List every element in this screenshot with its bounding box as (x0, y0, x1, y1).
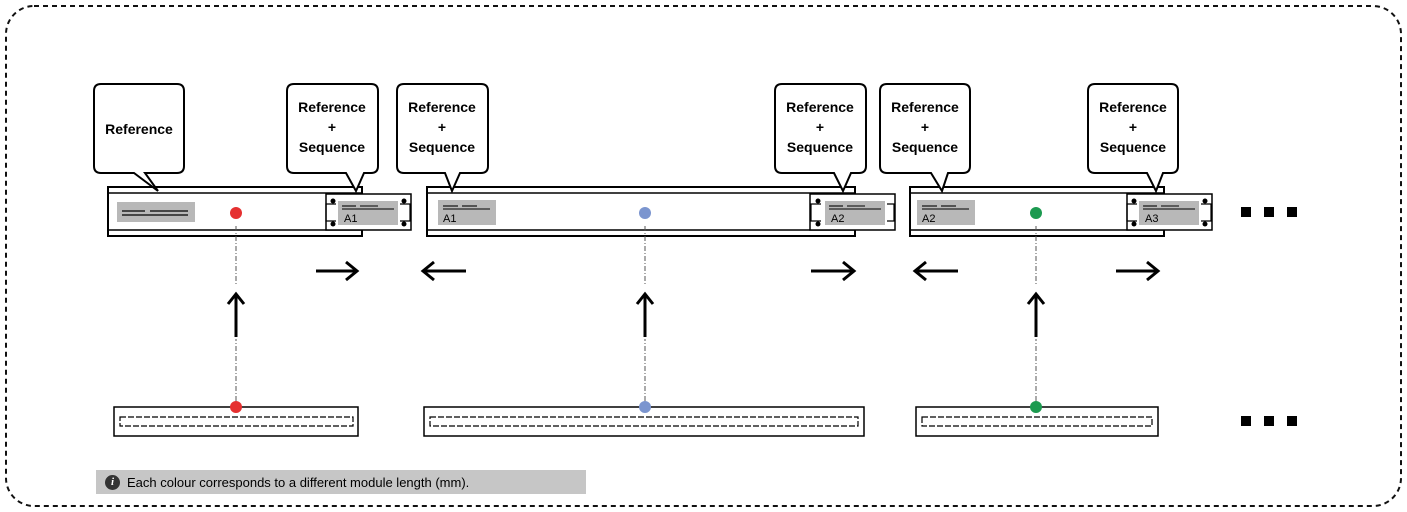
callout-refseq-5-line2: + (1129, 119, 1137, 135)
colour-dot-green (1030, 207, 1042, 219)
callout-refseq-3-line3: Sequence (787, 139, 853, 155)
info-icon: i (105, 474, 120, 490)
reference-label-1 (117, 202, 195, 222)
callout-refseq-3-line1: Reference (786, 99, 854, 115)
callout-refseq-4-line1: Reference (891, 99, 959, 115)
module-3: A2 A3 Reference + Sequence Reference + S… (879, 83, 1213, 437)
reference-label-3 (917, 200, 975, 225)
callout-reference-1 (93, 83, 185, 192)
module-2: A1 A2 Reference + Sequence Reference + S… (396, 83, 896, 437)
colour-dot-green-strip (1030, 401, 1042, 413)
tag-a1-ref: A1 (443, 213, 456, 225)
sequence-label-a3 (1139, 201, 1199, 225)
callout-refseq-3-line2: + (816, 119, 824, 135)
colour-dot-blue-strip (639, 401, 651, 413)
callout-refseq-5-line1: Reference (1099, 99, 1167, 115)
callout-refseq-1-line2: + (328, 119, 336, 135)
arrow-up-icon (1026, 284, 1046, 339)
arrow-left-icon (912, 260, 958, 282)
tag-a2-ref: A2 (922, 213, 935, 225)
ellipsis-icon (1241, 416, 1297, 426)
callout-refseq-5 (1087, 83, 1179, 194)
callout-refseq-2-line1: Reference (408, 99, 476, 115)
tag-a3: A3 (1145, 213, 1158, 225)
sequence-label-a2 (825, 201, 885, 225)
callout-refseq-1 (286, 83, 379, 194)
sequence-label-a1 (338, 201, 398, 225)
dashed-frame (5, 5, 1402, 507)
arrow-up-icon (226, 284, 246, 339)
callout-refseq-3 (774, 83, 867, 194)
colour-dot-blue (639, 207, 651, 219)
callout-refseq-4-line3: Sequence (892, 139, 958, 155)
callout-refseq-4 (879, 83, 971, 194)
arrow-right-icon (1116, 260, 1161, 282)
callout-refseq-2 (396, 83, 489, 194)
tag-a2: A2 (831, 213, 844, 225)
module-1: A1 Reference Reference + Sequence (93, 83, 412, 437)
arrow-left-icon (420, 260, 466, 282)
callout-reference-1-text: Reference (105, 121, 173, 137)
reference-label-2 (438, 200, 496, 225)
arrow-right-icon (316, 260, 360, 282)
colour-dot-red (230, 207, 242, 219)
callout-refseq-1-line3: Sequence (299, 139, 365, 155)
colour-note: i Each colour corresponds to a different… (96, 470, 586, 494)
tag-a1: A1 (344, 213, 357, 225)
callout-refseq-2-line3: Sequence (409, 139, 475, 155)
colour-dot-red-strip (230, 401, 242, 413)
callout-refseq-1-line1: Reference (298, 99, 366, 115)
callout-refseq-2-line2: + (438, 119, 446, 135)
arrow-up-icon (635, 284, 655, 339)
callout-refseq-4-line2: + (921, 119, 929, 135)
colour-note-text: Each colour corresponds to a different m… (127, 474, 470, 490)
ellipsis-icon (1241, 207, 1297, 217)
callout-refseq-5-line3: Sequence (1100, 139, 1166, 155)
arrow-right-icon (811, 260, 857, 282)
